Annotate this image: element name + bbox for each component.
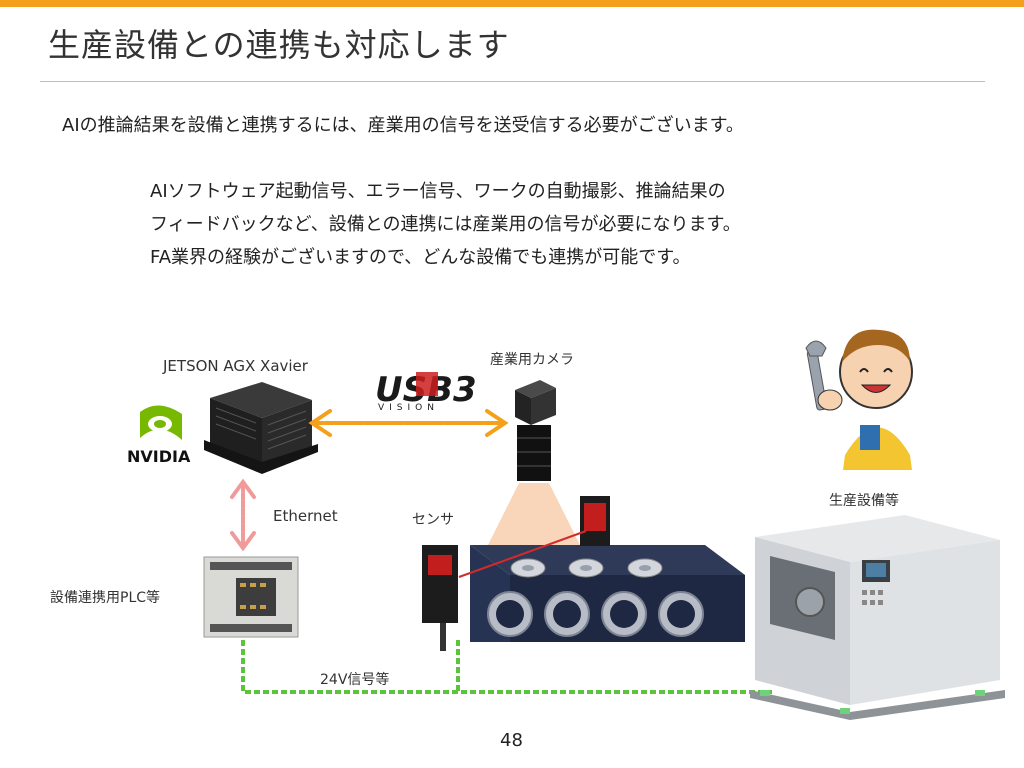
paragraph-line: AIソフトウェア起動信号、エラー信号、ワークの自動撮影、推論結果の — [150, 181, 726, 202]
nvidia-logo: NVIDIA — [127, 402, 191, 466]
lead-text: AIの推論結果を設備と連携するには、産業用の信号を送受信する必要がございます。 — [62, 115, 744, 136]
sensor-label: センサ — [412, 512, 454, 528]
signal-label: 24V信号等 — [320, 672, 390, 688]
sensor-icon — [580, 496, 610, 546]
worker-character-icon — [805, 329, 913, 470]
production-equipment-icon — [750, 515, 1005, 720]
usb-double-arrow — [308, 409, 509, 437]
sensor-beam — [458, 530, 587, 578]
paragraph-line: フィードバックなど、設備との連携には産業用の信号が必要になります。 — [150, 214, 741, 235]
conveyor-icon — [470, 545, 745, 642]
ethernet-label: Ethernet — [273, 507, 338, 525]
usb3-vision-logo: USB3 VISION — [375, 370, 477, 413]
sensor-icon — [422, 545, 458, 651]
vision-logo-text: VISION — [378, 403, 439, 413]
top-accent-bar — [0, 0, 1024, 7]
plc-label: 設備連携用PLC等 — [50, 590, 161, 606]
camera-label: 産業用カメラ — [490, 352, 574, 368]
plc-icon — [203, 556, 299, 638]
equipment-label: 生産設備等 — [829, 493, 899, 509]
nvidia-logo-text: NVIDIA — [127, 447, 191, 466]
camera-light-beam — [483, 483, 585, 555]
paragraph-line: FA業界の経験がございますので、どんな設備でも連携が可能です。 — [150, 247, 691, 268]
jetson-label: JETSON AGX Xavier — [163, 357, 308, 375]
ethernet-double-arrow — [230, 478, 256, 552]
camera-icon — [515, 380, 556, 481]
page-number: 48 — [500, 730, 523, 751]
jetson-device-icon — [204, 382, 318, 474]
body-paragraph: AIソフトウェア起動信号、エラー信号、ワークの自動撮影、推論結果の フィードバッ… — [150, 175, 741, 274]
page-title: 生産設備との連携も対応します — [48, 26, 510, 64]
title-divider — [40, 81, 985, 82]
